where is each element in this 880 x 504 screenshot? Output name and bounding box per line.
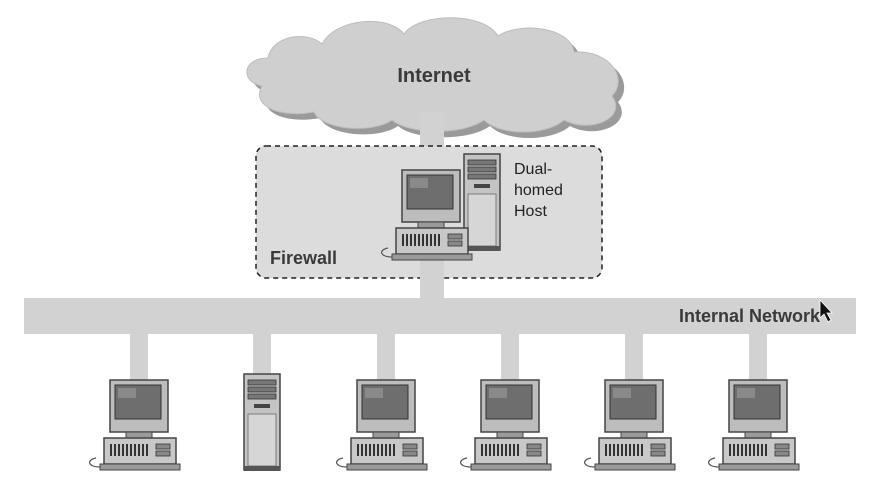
dual-homed-host: Dual- homed Host [380, 153, 563, 261]
host-label-line-3: Host [514, 203, 547, 220]
network-drops [130, 334, 767, 380]
drop-link [749, 334, 767, 380]
workstation-icon [335, 379, 428, 471]
drop-link [130, 334, 148, 380]
drop-link [625, 334, 643, 380]
drop-link [501, 334, 519, 380]
host-network-link [420, 258, 444, 302]
workstation-icon [583, 379, 676, 471]
internal-network-bus: Internal Network [24, 298, 856, 334]
workstation-icon [459, 379, 552, 471]
drop-link [377, 334, 395, 380]
server-tower-icon [243, 373, 281, 472]
host-label-line-2: homed [514, 182, 563, 199]
host-label-line-1: Dual- [514, 161, 552, 178]
internet-cloud: Internet [246, 17, 625, 139]
mouse-cursor-icon [819, 298, 833, 323]
drop-link [253, 334, 271, 374]
workstation-icon [88, 379, 181, 471]
firewall-label: Firewall [270, 248, 337, 268]
workstation-icon [707, 379, 800, 471]
network-devices [88, 373, 800, 472]
host-tower-icon [463, 153, 501, 252]
internet-label: Internet [397, 65, 471, 87]
internal-network-label: Internal Network [679, 306, 821, 326]
